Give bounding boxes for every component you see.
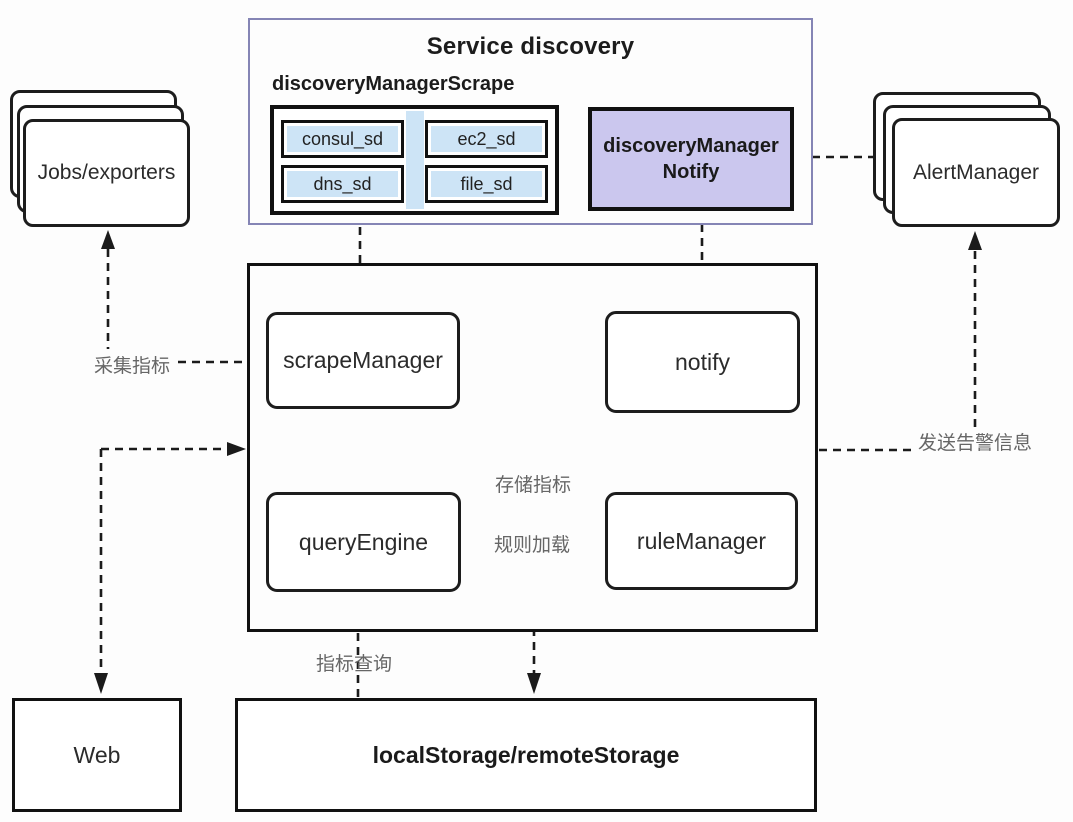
rule-manager-label: ruleManager [636, 527, 767, 554]
scrape-manager-label: scrapeManager [283, 347, 443, 373]
web-box: Web [12, 698, 182, 812]
sd-item-consul: consul_sd [281, 120, 404, 158]
service-discovery-box: Service discovery discoveryManagerScrape… [248, 18, 813, 225]
notify-label: notify [675, 348, 730, 375]
storage-box: localStorage/remoteStorage [235, 698, 817, 812]
edge-label-load-rules: 规则加载 [494, 535, 571, 556]
alertmanager-back-card [873, 92, 1041, 201]
sd-item-dns-label: dns_sd [287, 171, 398, 197]
sd-item-file: file_sd [425, 165, 548, 203]
sd-item-ec2: ec2_sd [425, 120, 548, 158]
jobs-exporters-box: Jobs/exporters [23, 119, 190, 227]
alertmanager-stack: AlertManager [873, 92, 1061, 228]
scrape-manager-box: scrapeManager [266, 312, 460, 409]
storage-label: localStorage/remoteStorage [372, 741, 680, 768]
sd-item-dns: dns_sd [281, 165, 404, 203]
jobs-exporters-label: Jobs/exporters [37, 161, 176, 184]
alertmanager-middle-card [883, 105, 1051, 214]
sd-item-consul-label: consul_sd [287, 126, 398, 152]
discovery-manager-notify-line1: discoveryManager [603, 135, 779, 157]
web-label: Web [73, 741, 121, 768]
discovery-manager-scrape-box: consul_sd ec2_sd dns_sd file_sd [270, 105, 559, 215]
jobs-exporters-back-card [10, 90, 177, 198]
edge-label-query-metrics: 指标查询 [316, 654, 393, 675]
rule-manager-box: ruleManager [605, 492, 798, 590]
discovery-manager-notify-line2: Notify [662, 161, 720, 183]
alertmanager-box: AlertManager [892, 118, 1060, 227]
service-discovery-title: Service discovery [426, 33, 635, 60]
edge-label-collect-metrics: 采集指标 [94, 356, 171, 377]
edge-label-send-alerts: 发送告警信息 [918, 433, 1033, 454]
alertmanager-label: AlertManager [912, 160, 1040, 184]
edge-label-store-metrics: 存储指标 [495, 475, 572, 496]
column-divider-strip [406, 111, 424, 209]
query-engine-box: queryEngine [266, 492, 461, 592]
query-engine-label: queryEngine [298, 528, 429, 555]
sd-item-ec2-label: ec2_sd [431, 126, 542, 152]
notify-box: notify [605, 311, 800, 413]
jobs-exporters-stack: Jobs/exporters [10, 90, 192, 228]
discovery-manager-scrape-label: discoveryManagerScrape [272, 73, 515, 95]
sd-item-file-label: file_sd [431, 171, 542, 197]
discovery-manager-notify-box: discoveryManager Notify [588, 107, 794, 211]
jobs-exporters-middle-card [17, 105, 184, 213]
